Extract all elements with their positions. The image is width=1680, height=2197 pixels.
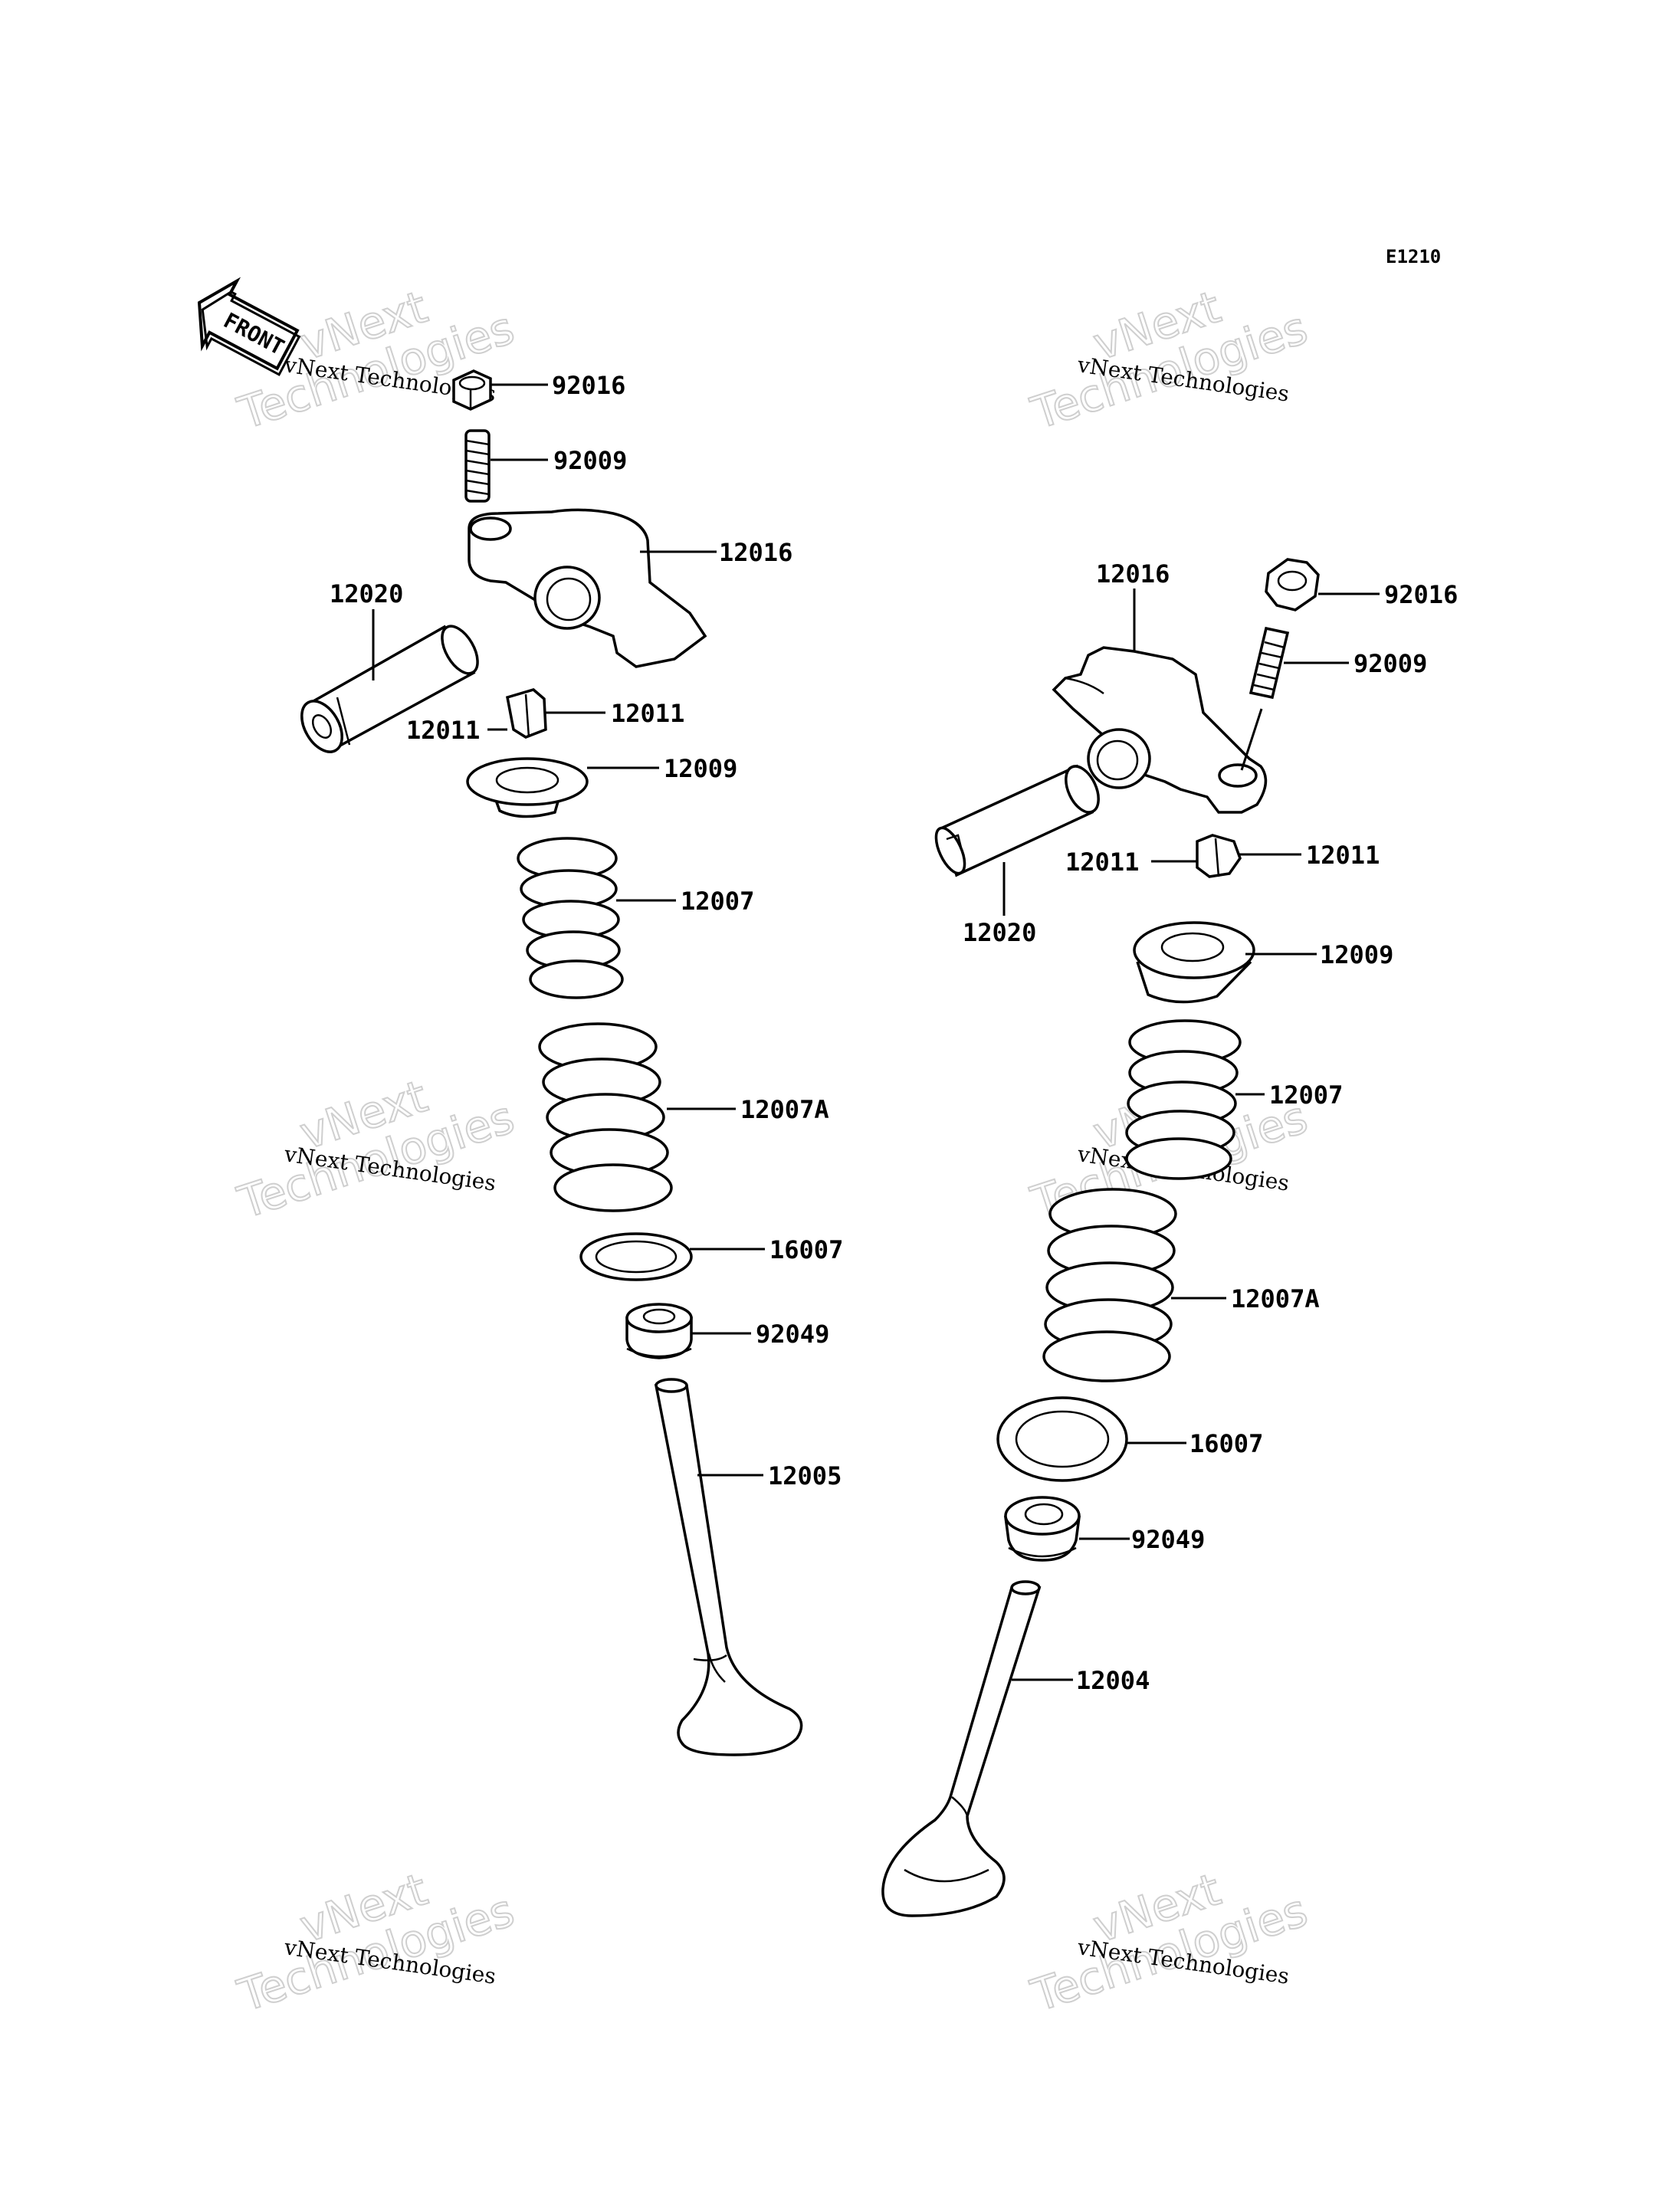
- right-rocker-arm: [1052, 646, 1268, 814]
- right-retainer-label: 12009: [1320, 940, 1393, 969]
- right-inner-spring-label: 12007: [1269, 1080, 1343, 1110]
- right-rocker-shaft-label: 12020: [963, 918, 1036, 947]
- left-rocker-shaft: [300, 625, 479, 753]
- left-adjust-screw-label: 92009: [553, 446, 627, 475]
- right-nut: [1265, 558, 1320, 612]
- left-stem-seal: [625, 1303, 693, 1359]
- left-stem-seal-label: 92049: [756, 1320, 829, 1349]
- left-outer-spring-label: 12007A: [740, 1095, 829, 1124]
- right-adjust-screw: [1249, 626, 1290, 700]
- right-valve: [881, 1580, 1042, 1917]
- right-outer-spring: [1042, 1188, 1177, 1382]
- right-valve-label: 12004: [1076, 1666, 1150, 1695]
- right-rocker-shaft: [934, 764, 1100, 877]
- left-nut-label: 92016: [552, 371, 625, 400]
- left-spring-retainer: [466, 757, 589, 818]
- left-cotter-b-label: 12011: [406, 716, 480, 745]
- right-rocker-arm-label: 12016: [1096, 559, 1170, 589]
- right-cotter-b-label: 12011: [1306, 841, 1380, 870]
- diagram-code: E1210: [1386, 246, 1441, 267]
- left-outer-spring: [538, 1022, 673, 1212]
- left-rocker-arm: [468, 508, 707, 668]
- right-cotter: [1196, 834, 1242, 878]
- left-spring-seat: [579, 1232, 693, 1281]
- right-stem-seal: [1004, 1496, 1081, 1562]
- right-adjust-screw-label: 92009: [1354, 649, 1427, 678]
- right-nut-label: 92016: [1384, 580, 1458, 609]
- watermark-bottom-right: vNext Technologies vNext Technologies: [1024, 1862, 1314, 2022]
- left-cotter-a-label: 12011: [611, 699, 684, 728]
- left-inner-spring-label: 12007: [681, 887, 754, 916]
- left-retainer-label: 12009: [664, 754, 737, 783]
- left-spring-seat-label: 16007: [769, 1235, 843, 1264]
- left-cotter: [505, 688, 547, 739]
- watermark-mid-left: vNext Technologies vNext Technologies: [231, 1069, 520, 1229]
- left-valve-label: 12005: [768, 1461, 842, 1490]
- left-valve: [654, 1378, 803, 1756]
- watermark-top-right: vNext Technologies vNext Technologies: [1024, 280, 1314, 440]
- left-rocker-arm-label: 12016: [719, 538, 792, 567]
- right-stem-seal-label: 92049: [1131, 1525, 1205, 1554]
- left-inner-spring: [517, 837, 624, 999]
- right-inner-spring: [1125, 1019, 1242, 1180]
- right-spring-seat-label: 16007: [1189, 1429, 1263, 1458]
- right-spring-seat: [996, 1396, 1128, 1482]
- left-adjust-screw: [464, 429, 491, 503]
- left-nut: [452, 369, 492, 411]
- watermark-bottom-left: vNext Technologies vNext Technologies: [231, 1862, 520, 2022]
- right-cotter-a-label: 12011: [1065, 848, 1139, 877]
- right-outer-spring-label: 12007A: [1231, 1284, 1320, 1313]
- right-spring-retainer: [1133, 921, 1255, 1004]
- left-rocker-shaft-label: 12020: [330, 579, 403, 608]
